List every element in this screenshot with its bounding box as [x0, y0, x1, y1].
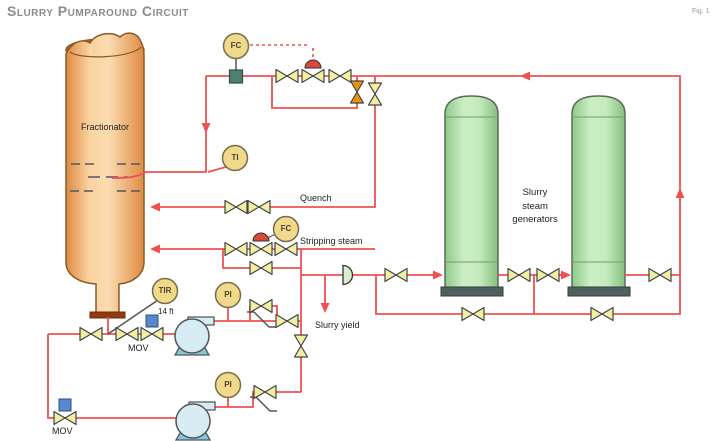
- gate-valve: [328, 68, 352, 84]
- slurry-pump-2: [174, 401, 216, 441]
- page-title: Slurry Pumparound Circuit: [7, 3, 189, 19]
- quench-stream-label: Quench: [300, 193, 332, 203]
- stripping-steam-label: Stripping steam: [300, 236, 363, 246]
- generator-1-base: [440, 286, 504, 297]
- gate-valve-stripping: [274, 241, 298, 257]
- slurry-yield-label: Slurry yield: [315, 320, 360, 330]
- control-valve-stripping: [249, 232, 273, 257]
- generators-label-line3: generators: [512, 214, 558, 225]
- fractionator-vessel: [65, 32, 145, 319]
- generators-label: Slurry steam generators: [497, 186, 573, 227]
- flow-arrow-left-top: [520, 71, 530, 81]
- instrument-fc-stripping: [272, 215, 300, 243]
- gate-valve: [648, 267, 672, 283]
- gate-valve-quench: [247, 199, 271, 215]
- globe-valve-bypass: [349, 80, 365, 104]
- strainer-2: [250, 396, 277, 412]
- fractionator-label: Fractionator: [80, 122, 130, 132]
- pi-upper-tag: PI: [224, 290, 232, 299]
- figure-label: Fig. 1: [692, 8, 710, 15]
- control-valve-bypass-line: [271, 76, 358, 109]
- pump2-discharge-line: [214, 391, 301, 408]
- generators-label-line1: Slurry: [522, 187, 548, 198]
- gate-valve-bottoms: [79, 326, 103, 342]
- steam-generator-2: [567, 95, 631, 297]
- gate-valve: [590, 306, 614, 322]
- pi-lower-tag: PI: [224, 380, 232, 389]
- pumparound-return-line: [111, 76, 207, 179]
- gate-valve-pump2: [253, 384, 277, 400]
- ti-connection-stub: [207, 166, 227, 173]
- flow-arrow-gen2-inlet: [561, 270, 571, 280]
- gate-valve: [536, 267, 560, 283]
- flow-arrow-stripping: [150, 244, 160, 254]
- fc-signal-dashed-line: [250, 44, 314, 58]
- check-valve: [342, 264, 354, 286]
- gate-valve: [275, 68, 299, 84]
- gate-valve: [507, 267, 531, 283]
- gate-valve-bypass: [249, 260, 273, 276]
- gate-valve-pump1: [249, 298, 273, 314]
- generator-2-base: [567, 286, 631, 297]
- gate-valve-header: [293, 334, 309, 358]
- fc-stripping-tag: FC: [280, 224, 292, 233]
- flow-arrow-slurry-yield: [320, 303, 330, 313]
- instrument-fc-top: [222, 32, 250, 60]
- flow-arrows: [150, 71, 685, 313]
- instrument-tir: [151, 277, 179, 305]
- gate-valve-quench: [224, 199, 248, 215]
- gate-valve-bottoms: [115, 326, 139, 342]
- instrument-pi-lower: [214, 371, 242, 399]
- gate-valve: [367, 82, 383, 106]
- quench-line: [152, 76, 376, 208]
- elevation-label: 14 ft: [158, 307, 174, 316]
- flow-arrow-down-return: [201, 123, 211, 133]
- mov-label-suction: MOV: [52, 426, 73, 436]
- motor-operated-valve-1: [140, 314, 164, 342]
- flow-sensor-element: [228, 69, 244, 84]
- gate-valve-stripping: [224, 241, 248, 257]
- ti-tag: TI: [231, 153, 239, 162]
- fractionator-trays: [70, 163, 142, 192]
- fc-top-tag: FC: [230, 41, 242, 50]
- generators-label-line2: steam: [522, 200, 548, 212]
- flow-arrow-riser-up: [675, 188, 685, 198]
- flow-arrow-gen1-inlet: [433, 270, 443, 280]
- steam-generator-1: [440, 95, 504, 297]
- instrument-pi-upper: [214, 281, 242, 309]
- flow-arrow-quench: [150, 202, 160, 212]
- tir-tag: TIR: [158, 286, 172, 295]
- gate-valve-pump1: [275, 313, 299, 329]
- instrument-ti: [221, 144, 249, 172]
- gate-valve: [461, 306, 485, 322]
- slurry-pump-1: [173, 316, 215, 356]
- strainer-1: [247, 311, 276, 328]
- stripping-bypass-line: [222, 249, 301, 269]
- gate-valve-gen-feed: [384, 267, 408, 283]
- mov-label-column: MOV: [128, 343, 149, 353]
- motor-operated-valve-2: [53, 398, 77, 426]
- control-valve-top: [301, 59, 325, 84]
